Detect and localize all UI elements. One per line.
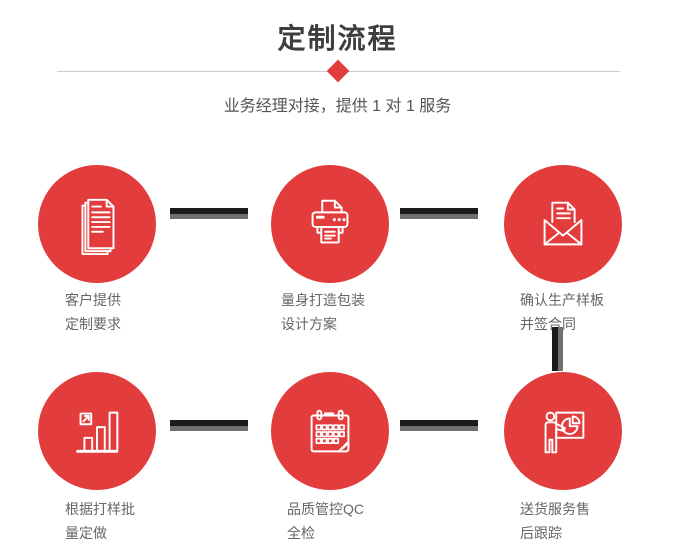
step-circle-1 bbox=[38, 165, 156, 283]
connector-step3-step6 bbox=[552, 327, 563, 371]
step-label: 量身打造包装 设计方案 bbox=[281, 292, 365, 332]
connector-step5-step6 bbox=[400, 420, 478, 431]
envelope-icon bbox=[543, 201, 583, 246]
calendar-icon bbox=[310, 409, 350, 453]
step-label: 品质管控QC 全检 bbox=[287, 501, 364, 541]
connector-step2-step3 bbox=[400, 208, 478, 219]
step-circle-4 bbox=[38, 372, 156, 490]
step-label: 客户提供 定制要求 bbox=[65, 292, 121, 332]
page-title: 定制流程 bbox=[277, 23, 398, 54]
connector-step1-step2 bbox=[170, 208, 248, 219]
documents-icon bbox=[81, 198, 115, 255]
diamond-icon bbox=[326, 59, 350, 83]
printer-icon bbox=[311, 199, 349, 244]
step-label: 根据打样批 量定做 bbox=[65, 501, 135, 541]
step-circle-2 bbox=[271, 165, 389, 283]
page-subtitle: 业务经理对接，提供 1 对 1 服务 bbox=[223, 98, 452, 115]
step-circle-6 bbox=[504, 372, 622, 490]
step-label: 送货服务售 后跟踪 bbox=[520, 501, 590, 541]
bar-chart-icon bbox=[76, 411, 119, 453]
step-circle-5 bbox=[271, 372, 389, 490]
presenter-icon bbox=[544, 411, 585, 454]
step-circle-3 bbox=[504, 165, 622, 283]
connector-step4-step5 bbox=[170, 420, 248, 431]
